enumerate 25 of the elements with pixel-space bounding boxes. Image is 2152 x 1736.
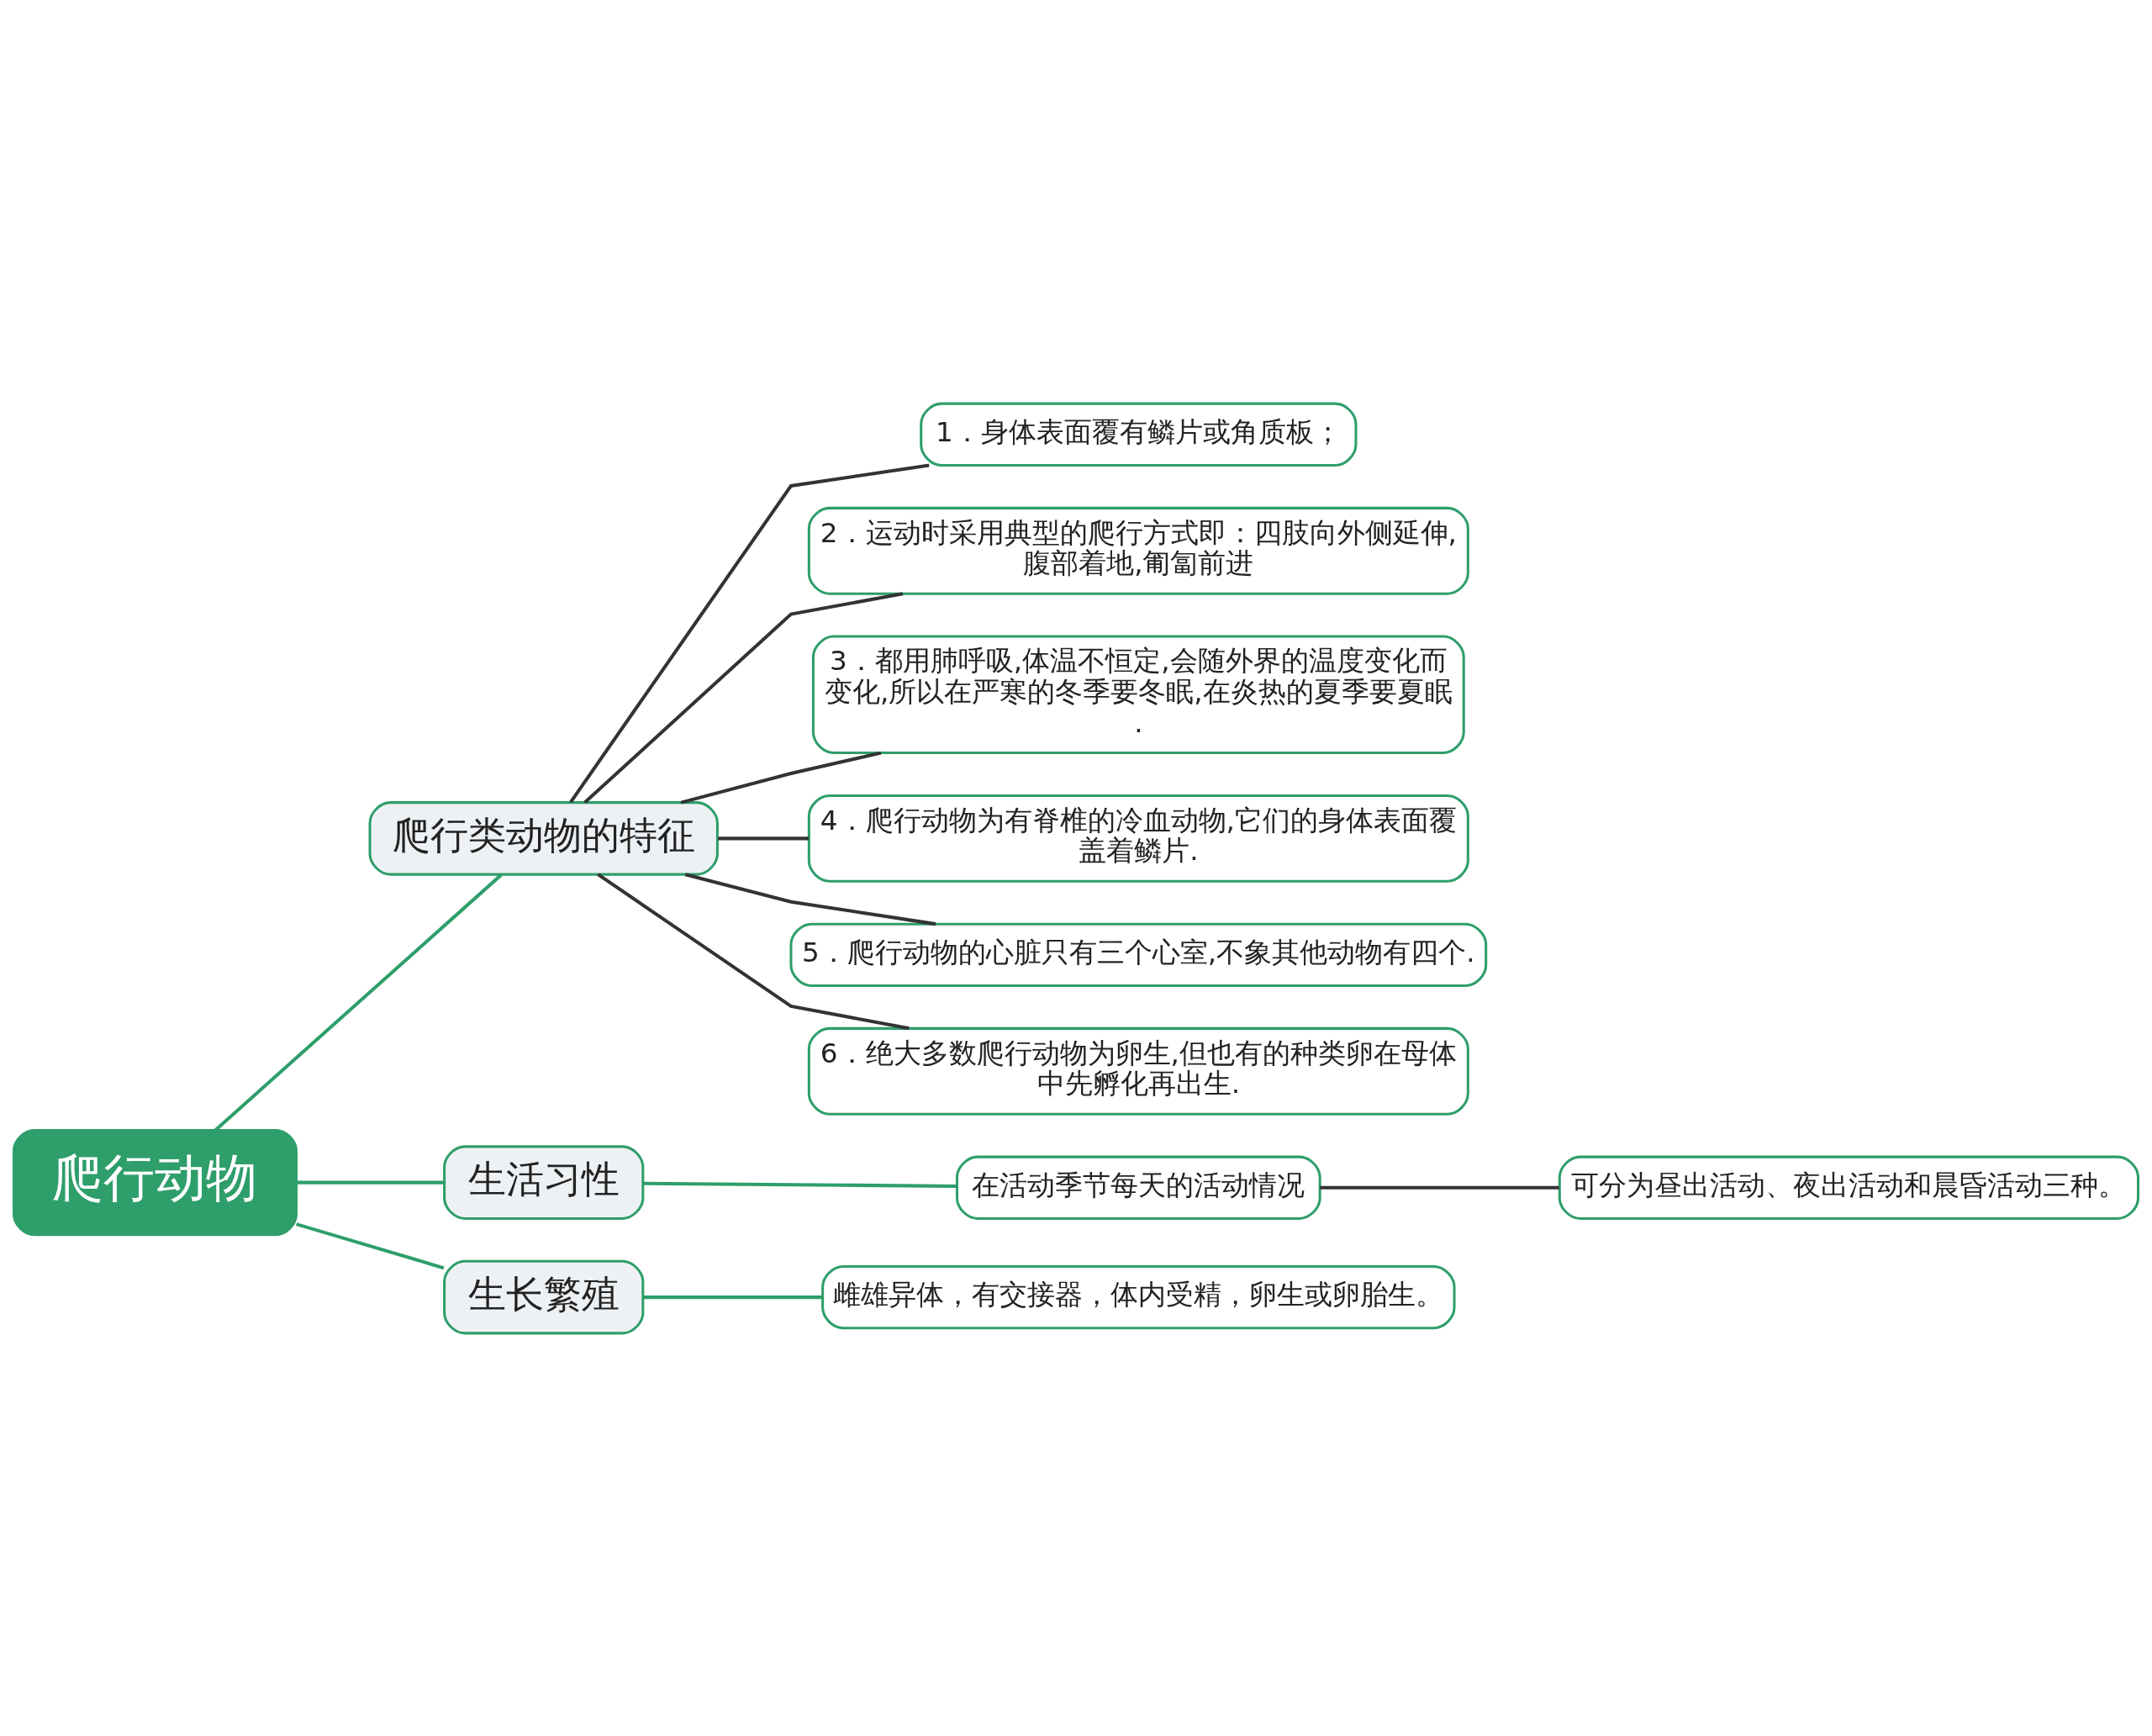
node-box: 生长繁殖 bbox=[443, 1259, 645, 1334]
connector bbox=[718, 836, 810, 840]
node-box: 爬行动物 bbox=[12, 1128, 298, 1236]
connector bbox=[642, 1295, 823, 1299]
connector bbox=[296, 1222, 445, 1269]
connector bbox=[642, 1181, 957, 1188]
connector bbox=[583, 591, 904, 804]
connector bbox=[597, 873, 910, 1030]
connector bbox=[569, 462, 930, 803]
node-box: 在活动季节每天的活动情况 bbox=[955, 1155, 1321, 1220]
connector bbox=[684, 872, 936, 926]
node-box: 2．运动时采用典型的爬行方式即：四肢向外侧延伸,腹部着地,匍匐前进 bbox=[807, 506, 1469, 595]
node-box: 4．爬行动物为有脊椎的冷血动物,它们的身体表面覆盖着鳞片. bbox=[807, 794, 1469, 883]
node-box: 1．身体表面覆有鳞片或角质板； bbox=[920, 402, 1358, 467]
node-box: 雌雄异体，有交接器，体内受精，卵生或卵胎生。 bbox=[821, 1264, 1456, 1329]
connector bbox=[1320, 1185, 1559, 1190]
node-box: 6．绝大多数爬行动物为卵生,但也有的种类卵在母体中先孵化再出生. bbox=[807, 1026, 1469, 1116]
connector bbox=[680, 751, 882, 805]
node-box: 3．都用肺呼吸,体温不恒定,会随外界的温度变化而变化,所以在严寒的冬季要冬眠,在炎热的夏季要夏眠. bbox=[811, 635, 1465, 754]
connector bbox=[296, 1180, 444, 1185]
node-box: 可分为昼出活动、夜出活动和晨昏活动三种。 bbox=[1558, 1155, 2140, 1220]
node-box: 爬行类动物的特征 bbox=[368, 800, 719, 876]
node-box: 生活习性 bbox=[443, 1144, 645, 1220]
node-box: 5．爬行动物的心脏只有三个心室,不象其他动物有四个. bbox=[789, 922, 1488, 987]
connector bbox=[214, 873, 503, 1132]
